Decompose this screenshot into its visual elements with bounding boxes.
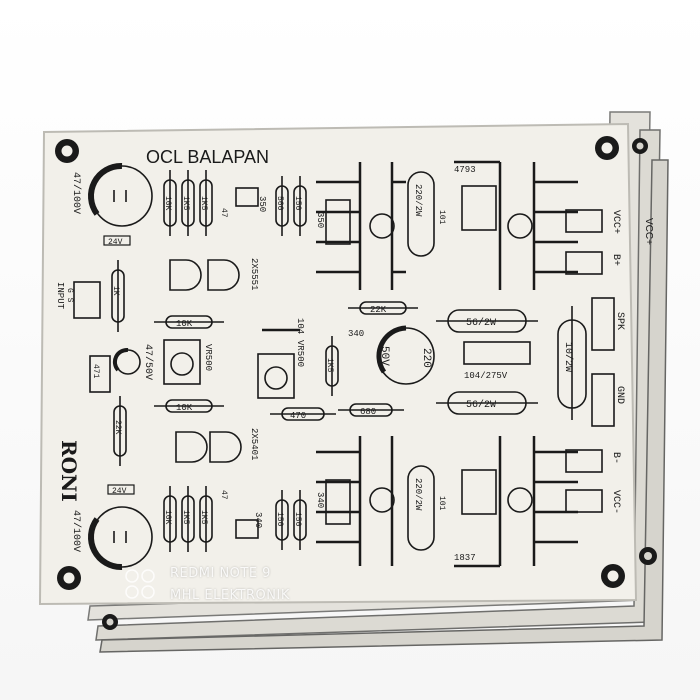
label-c3-value: 47/50V [142,344,154,380]
label-c2-value: 47/100V [70,510,82,552]
label-b-minus: B- [610,452,621,464]
mounting-holes [55,136,625,590]
label-c-47-b: 47 [219,490,228,500]
label-r-56-2w-a: 56/2W [466,317,496,329]
label-c-50v: 50V [378,346,390,366]
label-b-plus: B+ [610,254,621,266]
label-r-220-2w-a: 220/2W [413,184,423,217]
label-spk: SPK [614,312,625,330]
label-r-1k5-bot-a: 1K5 [181,510,190,525]
label-r-10k-a: 10K [176,319,193,329]
svg-text:VCC+: VCC+ [643,218,654,245]
label-r-1k5-bot-b: 1K5 [199,510,208,525]
label-q-1837: 1837 [454,553,476,563]
label-r-1k: 1K [111,286,120,296]
label-r-1k5-a: 1K5 [181,196,190,211]
label-q-4793: 4793 [454,165,476,175]
board-title: OCL BALAPAN [146,147,269,167]
label-r-340-c: 340 [348,329,364,339]
label-vr-b: VR500 [295,340,305,367]
watermark-line1: REDMI NOTE 9 [170,566,271,581]
watermark-logo [125,569,155,599]
label-r-22k-left: 22K [113,420,122,435]
label-r-340-a: 340 [253,512,263,528]
label-vcc-minus: VCC- [610,490,621,514]
label-r-470: 470 [290,411,306,421]
label-r-220-2w-b: 220/2W [413,478,423,511]
label-r-1k5-mid: 1K5 [325,358,334,373]
label-c-101-a: 101 [437,210,446,225]
label-c2-volt: 24V [112,487,127,496]
label-c-220: 220 [420,348,432,368]
label-r-10k-top: 10K [163,196,172,211]
label-vcc-plus: VCC+ [610,210,621,234]
board-stack: VCC+ [87,111,669,653]
label-r-22k: 22K [370,305,387,315]
label-tr-top: 2X5551 [249,258,259,290]
label-r-10k-b: 10K [176,403,193,413]
label-c1-volt: 24V [108,238,123,247]
label-r-471: 471 [91,364,100,379]
label-r-10-2w: 10/2W [562,342,574,372]
label-c-101-b: 101 [437,496,446,511]
label-r-150-c: 150 [293,512,302,527]
label-r-340-b: 340 [315,492,325,508]
label-tr-bot: 2X5401 [249,428,259,460]
label-r-1k5-b: 1K5 [199,196,208,211]
label-r-56-2w-b: 56/2W [466,399,496,411]
label-r-560: 560 [275,196,284,211]
brand-label: RONI [57,440,81,502]
label-input-pins: G S [65,288,74,303]
label-r-350-a: 350 [257,196,267,212]
label-vr-a: VR500 [203,344,213,371]
label-c-104-275: 104/275V [464,371,508,381]
label-r-150-b: 150 [275,512,284,527]
label-r-150-a: 150 [293,196,302,211]
silkscreen-text: OCL BALAPAN RONI 47/100V 24V 47/100V 24V… [55,147,625,563]
label-input: INPUT [55,282,65,310]
label-c-47-a: 47 [219,208,228,218]
silkscreen [73,160,615,571]
watermark-line2: MHL ELEKTRONIK [170,588,290,603]
label-c1-value: 47/100V [70,172,82,214]
label-c-104: 104 [295,318,305,334]
label-r-10k-bot: 10K [163,510,172,525]
label-r-680: 680 [360,407,376,417]
label-gnd: GND [614,386,625,404]
label-r-350-b: 350 [315,212,325,228]
